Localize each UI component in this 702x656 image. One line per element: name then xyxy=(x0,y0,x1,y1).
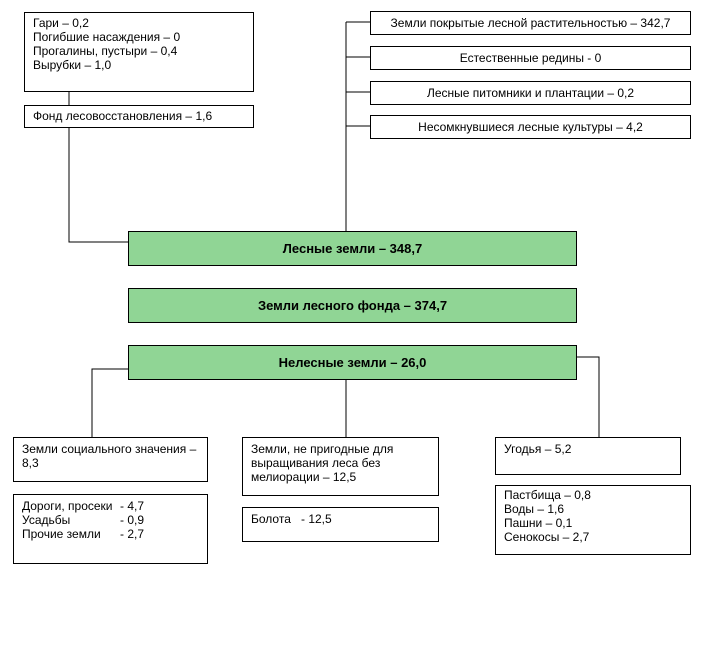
reforestation-fund-box: Фонд лесовосстановления – 1,6 xyxy=(24,105,254,128)
estates-label: Усадьбы xyxy=(22,513,71,527)
nurseries-label: Лесные питомники и плантации – 0,2 xyxy=(426,86,635,100)
forest-lands-box: Лесные земли – 348,7 xyxy=(128,231,577,266)
burns-line: Гари – 0,2 xyxy=(33,16,89,30)
waters-item: Воды – 1,6 xyxy=(504,502,565,516)
estates-value: - 0,9 xyxy=(120,513,145,527)
other-lands-value: - 2,7 xyxy=(120,527,145,541)
fund-lands-box: Земли лесного фонда – 374,7 xyxy=(128,288,577,323)
covered-lands-box: Земли покрытые лесной растительностью – … xyxy=(370,11,691,35)
connector-fund-forest xyxy=(68,127,128,243)
social-lands-box: Земли социального значения – 8,3 xyxy=(13,437,208,482)
forest-lands-label: Лесные земли – 348,7 xyxy=(282,240,423,256)
swamps-value: - 12,5 xyxy=(301,512,332,526)
sparse-stands-label: Естественные редины - 0 xyxy=(459,51,602,65)
fund-lands-label: Земли лесного фонда – 374,7 xyxy=(257,297,448,313)
pastures-item: Пастбища – 0,8 xyxy=(504,488,591,502)
connector-social xyxy=(91,368,128,438)
dead-stands-line: Погибшие насаждения – 0 xyxy=(33,30,181,44)
agri-lands-box: Угодья – 5,2 xyxy=(495,437,681,475)
social-items-box: Дороги, просеки - 4,7 Усадьбы - 0,9 Прочие… xyxy=(13,494,208,564)
unsuitable-lands-title: Земли, не пригодные для выращивания леса… xyxy=(251,442,394,484)
nonforest-lands-label: Нелесные земли – 26,0 xyxy=(278,354,427,370)
arable-item: Пашни – 0,1 xyxy=(504,516,573,530)
social-lands-title: Земли социального значения – 8,3 xyxy=(22,442,197,470)
cultures-label: Несомкнувшиеся лесные культуры – 4,2 xyxy=(418,120,643,134)
roads-item: Дороги, просеки - 4,7 xyxy=(22,499,199,513)
other-lands-item: Прочие земли - 2,7 xyxy=(22,527,199,541)
clearings-line: Вырубки – 1,0 xyxy=(33,58,112,72)
sparse-stands-box: Естественные редины - 0 xyxy=(370,46,691,70)
connector-agri xyxy=(577,356,600,437)
swamps-box: Болота - 12,5 xyxy=(242,507,439,542)
estates-item: Усадьбы - 0,9 xyxy=(22,513,199,527)
burns-box: Гари – 0,2 Погибшие насаждения – 0 Прога… xyxy=(24,12,254,92)
nurseries-box: Лесные питомники и плантации – 0,2 xyxy=(370,81,691,105)
roads-label: Дороги, просеки xyxy=(22,499,113,513)
swamps-label: Болота xyxy=(251,512,291,526)
hayfields-item: Сенокосы – 2,7 xyxy=(504,530,590,544)
other-lands-label: Прочие земли xyxy=(22,527,101,541)
unsuitable-lands-box: Земли, не пригодные для выращивания леса… xyxy=(242,437,439,496)
reforestation-fund-label: Фонд лесовосстановления – 1,6 xyxy=(33,109,213,123)
covered-lands-label: Земли покрытые лесной растительностью – … xyxy=(390,16,671,30)
cultures-box: Несомкнувшиеся лесные культуры – 4,2 xyxy=(370,115,691,139)
glades-line: Прогалины, пустыри – 0,4 xyxy=(33,44,178,58)
agri-items-box: Пастбища – 0,8 Воды – 1,6 Пашни – 0,1 Се… xyxy=(495,485,691,555)
swamps-item: Болота - 12,5 xyxy=(251,512,430,526)
roads-value: - 4,7 xyxy=(120,499,145,513)
agri-lands-title: Угодья – 5,2 xyxy=(504,442,572,456)
nonforest-lands-box: Нелесные земли – 26,0 xyxy=(128,345,577,380)
